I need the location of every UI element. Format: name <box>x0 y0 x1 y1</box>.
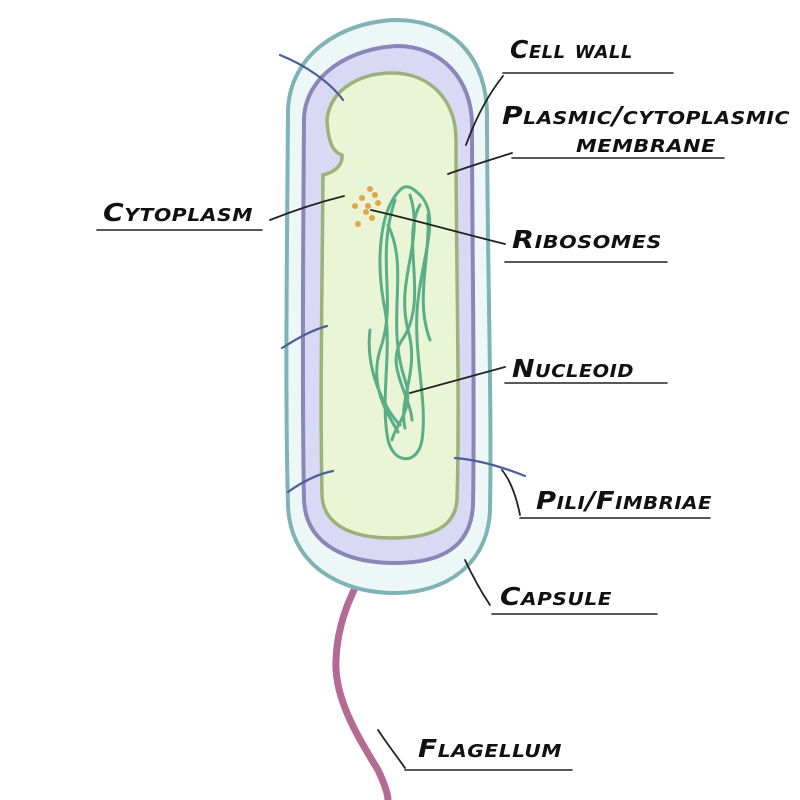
ribosome <box>352 203 358 209</box>
nucleoid-strand <box>375 198 400 434</box>
pili <box>278 53 527 494</box>
ribosome <box>372 192 378 198</box>
pilus <box>280 324 329 350</box>
leader-cytoplasm <box>269 195 345 221</box>
label-membrane-line1: Plasmic/cytoplasmic <box>502 101 790 130</box>
pilus <box>286 469 335 494</box>
leader-lines <box>269 75 521 769</box>
label-cell-wall: Cell wall <box>510 35 633 64</box>
leader-nucleoid <box>409 366 506 394</box>
leader-cell-wall <box>465 75 504 146</box>
nucleoid-strand <box>378 185 432 461</box>
label-cytoplasm: Cytoplasm <box>103 198 253 227</box>
ribosome <box>363 209 369 215</box>
nucleoid-strand <box>394 203 422 422</box>
label-underlines <box>96 72 725 771</box>
label-membrane-line2: membrane <box>576 129 716 158</box>
leader-pili <box>501 469 521 516</box>
nucleoid-strand <box>367 328 402 427</box>
label-capsule: Capsule <box>500 582 612 611</box>
ribosome <box>359 195 365 201</box>
pilus <box>453 456 527 478</box>
label-pili: Pili/Fimbriae <box>536 486 712 515</box>
label-nucleoid: Nucleoid <box>512 354 634 383</box>
label-flagellum: Flagellum <box>418 734 562 763</box>
labels: Cell wall Plasmic/cytoplasmic membrane C… <box>103 35 790 763</box>
nucleoid-strand <box>421 213 432 342</box>
ribosome <box>355 221 361 227</box>
nucleoid-strand <box>386 223 410 442</box>
nucleoid <box>367 185 432 461</box>
leader-capsule <box>464 559 491 606</box>
leader-flagellum <box>377 729 406 769</box>
ribosome <box>367 186 373 192</box>
ribosome <box>375 200 381 206</box>
leader-ribosomes <box>370 209 506 245</box>
ribosome <box>365 203 371 209</box>
pilus <box>278 53 345 102</box>
ribosome <box>369 215 375 221</box>
ribosomes <box>352 186 381 227</box>
leader-membrane <box>447 152 513 175</box>
cytoplasmic-membrane <box>319 71 460 540</box>
label-ribosomes: Ribosomes <box>512 225 662 254</box>
